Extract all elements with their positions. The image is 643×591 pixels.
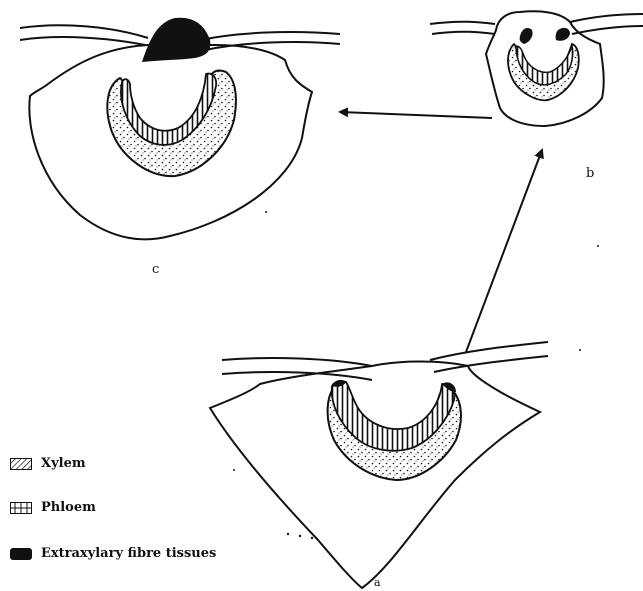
panel-c-section xyxy=(20,18,340,240)
panel-a-label: a xyxy=(374,576,381,589)
legend-item-xylem: Xylem xyxy=(10,456,86,471)
panel-b-midrib-outline xyxy=(486,11,604,126)
panel-b-section xyxy=(430,11,643,126)
panel-b-extraxylary-fibre-left xyxy=(520,28,533,44)
panel-b-extraxylary-fibre-right xyxy=(556,28,570,41)
panel-c-extraxylary-fibre xyxy=(142,18,210,62)
panel-a-leaf-blade xyxy=(222,342,548,380)
hatched-swatch-icon xyxy=(10,458,32,470)
arrow-a-to-b xyxy=(466,150,542,352)
panel-c-label: c xyxy=(152,262,159,277)
legend-label-phloem: Phloem xyxy=(41,500,96,515)
scan-specks xyxy=(233,211,599,539)
panel-b-label: b xyxy=(586,166,594,181)
legend-label-fibre: Extraxylary fibre tissues xyxy=(41,546,216,561)
dotted-swatch-icon xyxy=(10,502,32,514)
solid-swatch-icon xyxy=(10,548,32,560)
panel-a-section xyxy=(210,342,548,588)
legend-item-phloem: Phloem xyxy=(10,500,96,515)
arrow-b-to-c xyxy=(340,112,492,118)
legend-label-xylem: Xylem xyxy=(41,456,86,471)
legend-item-fibre: Extraxylary fibre tissues xyxy=(10,546,216,561)
panel-b-leaf-blade xyxy=(430,14,643,34)
